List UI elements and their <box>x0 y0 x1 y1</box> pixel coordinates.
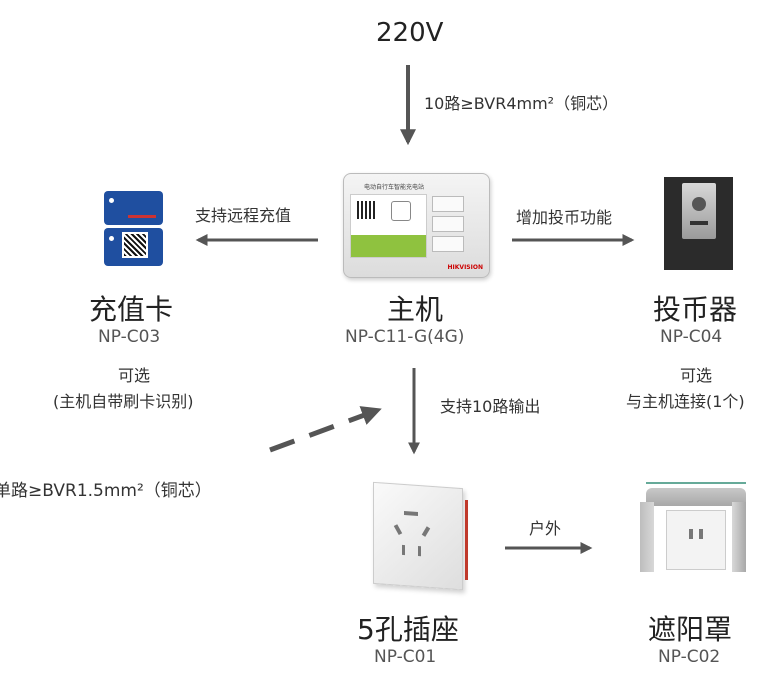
recharge-card-top <box>104 191 163 225</box>
coin-note-detail: 与主机连接(1个) <box>626 392 745 411</box>
main-cable-label: 10路≥BVR4mm²（铜芯） <box>424 94 619 113</box>
coin-acceptor-device <box>664 177 733 270</box>
card-model: NP-C03 <box>98 327 161 347</box>
coin-note-optional: 可选 <box>680 366 713 385</box>
cable-dashed-arrow <box>269 406 382 453</box>
status-icon-2 <box>432 216 464 232</box>
main-unit-device: 电动自行车智能充电站 HIKVISION <box>343 173 490 278</box>
cover-dimension-line <box>646 482 746 484</box>
cover-title: 遮阳罩 <box>648 613 733 646</box>
recharge-card-bottom <box>104 228 163 266</box>
brand-logo: HIKVISION <box>447 264 483 271</box>
socket-hole-icon <box>699 529 703 539</box>
socket-hole-icon <box>421 526 431 537</box>
cover-left-wall <box>640 502 654 572</box>
main-unit-title: 主机 <box>387 293 444 326</box>
main-unit-model: NP-C11-G(4G) <box>345 327 465 347</box>
qr-code-icon <box>357 201 375 219</box>
coin-mechanism <box>682 183 716 239</box>
coin-title: 投币器 <box>653 293 738 326</box>
coin-arrow-label: 增加投币功能 <box>516 208 613 227</box>
socket-hole-icon <box>689 529 693 539</box>
card-note-optional: 可选 <box>118 366 151 385</box>
status-icon-1 <box>432 196 464 212</box>
coin-model: NP-C04 <box>660 327 723 347</box>
socket-hole-icon <box>418 546 421 557</box>
socket-hole-icon <box>402 544 405 556</box>
device-screen <box>350 194 427 258</box>
output-label: 支持10路输出 <box>440 397 541 416</box>
screen-green-bar <box>351 235 426 257</box>
cover-socket <box>666 510 726 570</box>
device-screen-title: 电动自行车智能充电站 <box>364 184 425 191</box>
socket-device <box>373 481 463 591</box>
coin-slot-icon <box>692 197 706 211</box>
cover-hood <box>646 488 746 506</box>
card-note-detail: (主机自带刷卡识别) <box>53 392 194 411</box>
card-arrow-label: 支持远程充值 <box>195 206 292 225</box>
socket-hole-icon <box>404 511 418 516</box>
card-hole-icon <box>109 236 114 241</box>
cover-right-wall <box>732 502 746 572</box>
coin-return-slot <box>690 221 708 225</box>
card-stripe <box>128 215 156 218</box>
branch-cable-label: 单路≥BVR1.5mm²（铜芯） <box>0 481 212 501</box>
outdoor-label: 户外 <box>529 519 562 538</box>
socket-title: 5孔插座 <box>357 613 459 646</box>
socket-dimension-line <box>465 500 468 580</box>
status-icon-3 <box>432 236 464 252</box>
cover-model: NP-C02 <box>658 647 721 667</box>
card-qr-icon <box>122 232 148 258</box>
socket-hole-icon <box>393 524 403 535</box>
voltage-label: 220V <box>376 18 444 48</box>
card-title: 充值卡 <box>89 293 174 326</box>
sun-cover-device <box>640 482 748 578</box>
nfc-icon <box>391 201 411 221</box>
socket-model: NP-C01 <box>374 647 437 667</box>
card-hole-icon <box>109 198 114 203</box>
